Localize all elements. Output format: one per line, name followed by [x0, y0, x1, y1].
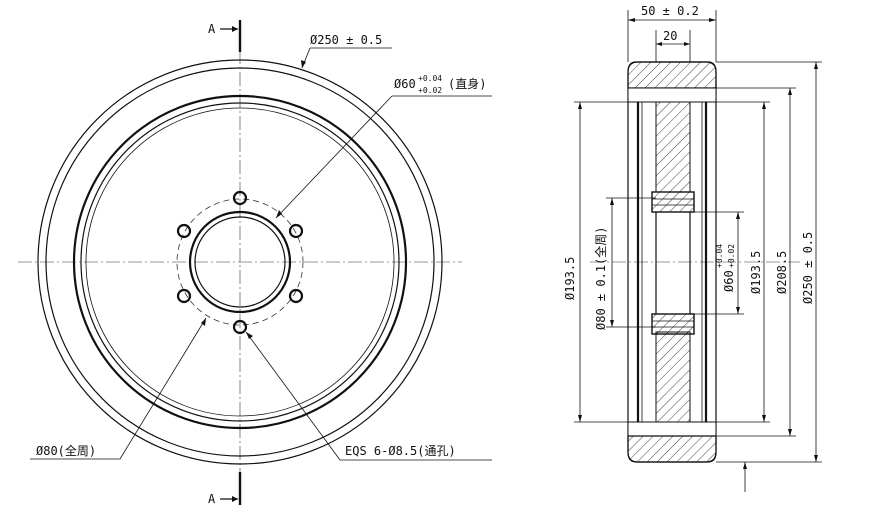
hub-width-dimension: 20	[655, 29, 691, 62]
hatch-bottom-rim	[627, 421, 717, 463]
section-mark-bottom: A	[208, 472, 242, 506]
hub-width-label: 20	[663, 29, 677, 43]
holes-leader: EQS 6-Ø8.5(通孔)	[245, 331, 492, 461]
bolt-hole	[288, 223, 304, 239]
bore-vert-dimension: Ø60 +0.04 +0.02	[690, 211, 744, 315]
section-view: 50 ± 0.2 20 Ø193.5 Ø80 ± 0.1(全周)	[563, 4, 822, 492]
bore-outer-circle	[188, 210, 292, 314]
dia-193-dimension: Ø193.5	[716, 101, 770, 423]
dia-193-label: Ø193.5	[749, 251, 763, 294]
bore-tol-lower: +0.02	[418, 86, 442, 95]
pcd-vert-dimension: Ø80 ± 0.1(全周)	[593, 197, 656, 330]
section-mark-top: A	[208, 20, 242, 52]
bolt-pitch-circle	[176, 198, 304, 326]
bolt-holes	[176, 190, 304, 335]
front-view: A A Ø250 ± 0.5 Ø60 +0.04 +0.02 (直身)	[18, 20, 492, 506]
bore-vert-label: Ø60	[722, 270, 736, 292]
hub-top	[651, 191, 695, 213]
bore-vert-tol-upper: +0.04	[715, 244, 724, 268]
tread-chamfer-circle	[45, 67, 435, 457]
bolt-hole	[288, 288, 304, 304]
width-label: 50 ± 0.2	[641, 4, 699, 18]
bore-vert-tol-lower: +0.02	[727, 244, 736, 268]
hatch-top-rim	[627, 61, 717, 103]
pcd-dimension-label: Ø80(全周)	[36, 443, 96, 458]
web-circle	[85, 107, 395, 417]
rim-outer-circle	[72, 94, 408, 430]
od-dimension-label: Ø250 ± 0.5	[310, 33, 382, 47]
bolt-hole	[176, 223, 192, 239]
bore-note: (直身)	[448, 76, 486, 91]
holes-dimension-label: EQS 6-Ø8.5(通孔)	[345, 444, 456, 458]
od-vert-label: Ø250 ± 0.5	[801, 232, 815, 304]
od-leader: Ø250 ± 0.5	[301, 33, 392, 69]
od-vert-dimension: Ø250 ± 0.5	[716, 61, 822, 463]
bore-dimension-label: Ø60	[394, 77, 416, 91]
dia-208-dimension: Ø208.5	[716, 87, 796, 437]
hub-bottom	[651, 313, 695, 335]
pcd-leader: Ø80(全周)	[30, 317, 207, 460]
section-label-top: A	[208, 22, 216, 36]
bolt-hole	[176, 288, 192, 304]
hatch-web-top	[655, 101, 691, 193]
bore-leader: Ø60 +0.04 +0.02 (直身)	[275, 74, 492, 219]
left-dia-label: Ø193.5	[563, 257, 577, 300]
bore-inner-circle	[194, 216, 286, 308]
section-label-bottom: A	[208, 492, 216, 506]
pcd-vert-label: Ø80 ± 0.1(全周)	[593, 227, 608, 330]
bolt-hole	[232, 319, 248, 335]
bore-tol-upper: +0.04	[418, 74, 442, 83]
rim-inner-circle	[80, 102, 400, 422]
bolt-hole	[232, 190, 248, 206]
bottom-arrow-mark	[743, 462, 747, 492]
hatch-web-bottom	[655, 331, 691, 423]
outer-tread-circle	[37, 59, 443, 465]
left-dia-dimension: Ø193.5	[563, 101, 628, 423]
width-dimension: 50 ± 0.2	[627, 4, 717, 62]
dia-208-label: Ø208.5	[775, 251, 789, 294]
